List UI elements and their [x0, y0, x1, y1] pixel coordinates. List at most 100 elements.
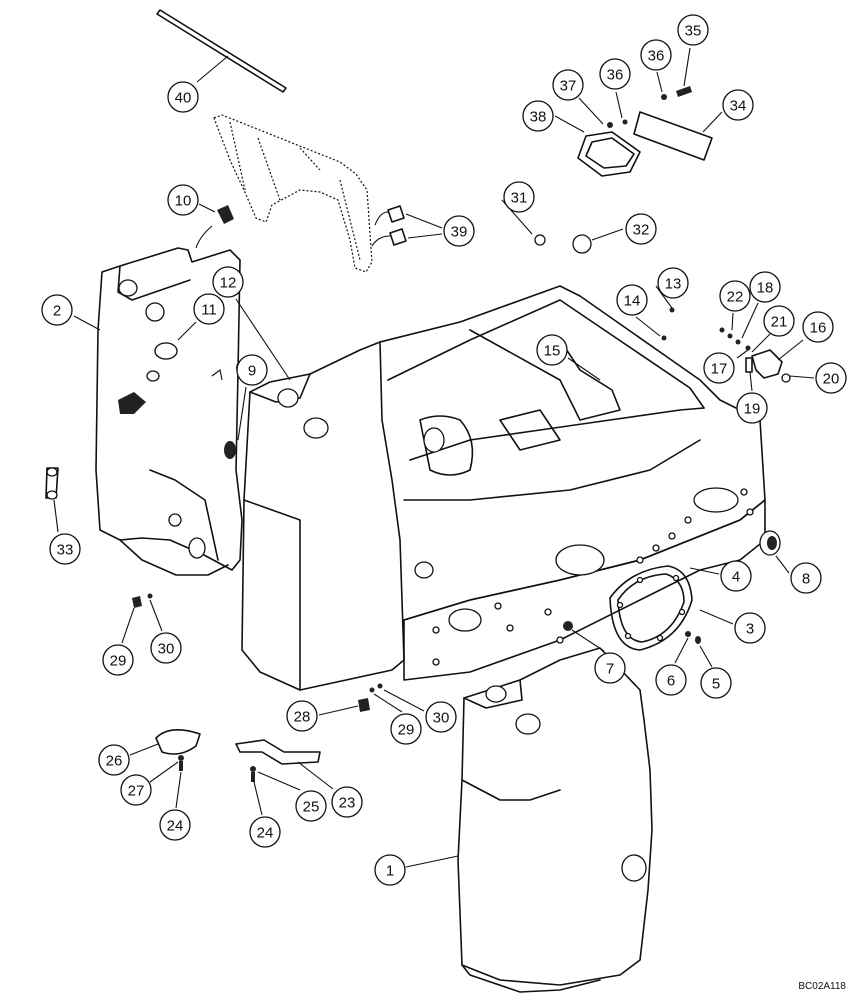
callout-7: 7	[594, 652, 626, 684]
part-39-brackets	[371, 205, 407, 247]
callout-number: 32	[633, 222, 650, 239]
callout-circle	[295, 790, 327, 822]
callout-21: 21	[763, 305, 795, 337]
callout-circle	[193, 293, 225, 325]
callout-circle	[815, 362, 847, 394]
callout-circle	[722, 89, 754, 121]
callout-circle	[625, 213, 657, 245]
part-33-latch	[45, 467, 59, 500]
callout-number: 40	[175, 90, 192, 107]
callout-number: 33	[57, 542, 74, 559]
callout-24: 24	[159, 809, 191, 841]
callout-number: 6	[667, 673, 675, 690]
part-40-strip	[156, 9, 287, 93]
callout-number: 18	[757, 280, 774, 297]
parts-13-22-hardware	[661, 307, 791, 383]
callout-1: 1	[374, 854, 406, 886]
part-8-plug	[759, 530, 781, 556]
callout-circle	[703, 352, 735, 384]
callout-25: 25	[295, 790, 327, 822]
callout-35: 35	[677, 14, 709, 46]
callout-circle	[98, 744, 130, 776]
callout-number: 27	[128, 783, 145, 800]
callout-number: 31	[511, 190, 528, 207]
callout-22: 22	[719, 280, 751, 312]
callout-33: 33	[49, 533, 81, 565]
callout-circle	[390, 713, 422, 745]
callout-circle	[249, 816, 281, 848]
callout-number: 30	[433, 710, 450, 727]
callout-circle	[719, 280, 751, 312]
callout-29: 29	[102, 644, 134, 676]
callout-17: 17	[703, 352, 735, 384]
callout-circle	[790, 562, 822, 594]
callout-circle	[657, 267, 689, 299]
callout-number: 38	[530, 109, 547, 126]
callout-number: 23	[339, 795, 356, 812]
callout-circle	[677, 14, 709, 46]
callout-circle	[700, 667, 732, 699]
callout-18: 18	[749, 271, 781, 303]
callout-29: 29	[390, 713, 422, 745]
callout-number: 24	[167, 818, 184, 835]
callout-number: 8	[802, 571, 810, 588]
part-26-cover	[155, 729, 201, 771]
callout-number: 35	[685, 23, 702, 40]
callout-circle	[655, 664, 687, 696]
callout-8: 8	[790, 562, 822, 594]
callout-circle	[720, 560, 752, 592]
callout-circle	[236, 354, 268, 386]
parts-28-30-fasteners	[132, 593, 383, 712]
callout-circle	[425, 701, 457, 733]
callout-4: 4	[720, 560, 752, 592]
callout-14: 14	[616, 284, 648, 316]
callout-number: 20	[823, 371, 840, 388]
callout-circle	[552, 69, 584, 101]
callout-9: 9	[236, 354, 268, 386]
callout-12: 12	[212, 266, 244, 298]
callout-number: 13	[665, 276, 682, 293]
parts-34-38-plate	[577, 86, 713, 177]
callout-number: 11	[201, 302, 217, 319]
callout-number: 30	[158, 641, 175, 658]
callout-number: 24	[257, 825, 274, 842]
callout-23: 23	[331, 786, 363, 818]
callout-circle	[159, 809, 191, 841]
callout-circle	[374, 854, 406, 886]
callout-24: 24	[249, 816, 281, 848]
callout-37: 37	[552, 69, 584, 101]
callout-number: 7	[606, 661, 614, 678]
callout-circle	[331, 786, 363, 818]
callout-36: 36	[640, 39, 672, 71]
callout-number: 37	[560, 78, 577, 95]
callout-number: 39	[451, 224, 468, 241]
callout-circle	[212, 266, 244, 298]
callout-circle	[167, 184, 199, 216]
callout-circle	[41, 294, 73, 326]
callout-number: 14	[624, 293, 641, 310]
callout-circle	[286, 700, 318, 732]
callout-circle	[640, 39, 672, 71]
callout-circle	[734, 612, 766, 644]
callout-circle	[749, 271, 781, 303]
callout-number: 3	[746, 621, 754, 638]
callout-number: 17	[711, 361, 728, 378]
callout-39: 39	[443, 215, 475, 247]
main-chassis	[241, 285, 766, 691]
callout-number: 36	[607, 67, 624, 84]
callout-number: 12	[220, 275, 237, 292]
callout-30: 30	[425, 701, 457, 733]
part-11-plug	[154, 342, 178, 360]
callout-2: 2	[41, 294, 73, 326]
callout-circle	[802, 311, 834, 343]
callout-6: 6	[655, 664, 687, 696]
callout-20: 20	[815, 362, 847, 394]
callout-circle	[120, 774, 152, 806]
part-1-right-panel	[457, 647, 653, 993]
callout-number: 9	[248, 363, 256, 380]
callout-circle	[594, 652, 626, 684]
parts-31-32-plugs	[534, 234, 592, 254]
callout-circle	[763, 305, 795, 337]
